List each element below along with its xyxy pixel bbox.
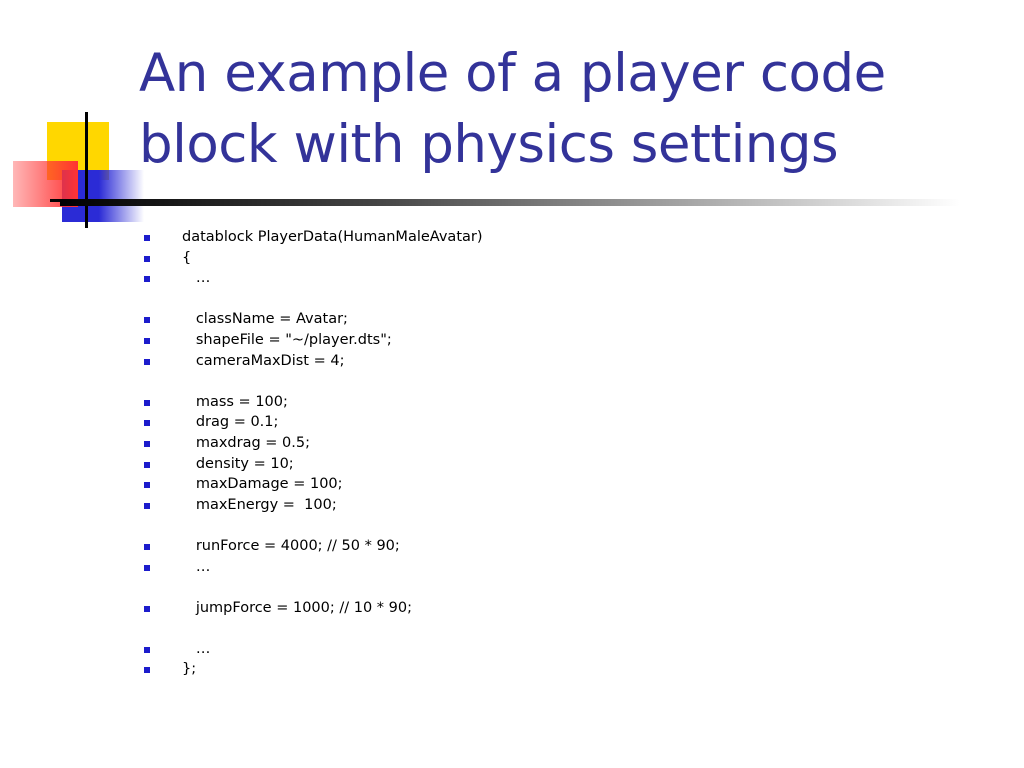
code-line-text: jumpForce = 1000; // 10 * 90; (182, 599, 413, 616)
bullet-square-icon (144, 420, 150, 427)
bullet-square-icon (144, 502, 150, 509)
code-line-text: shapeFile = "~/player.dts"; (182, 331, 392, 348)
logo-vertical-line (85, 112, 88, 228)
bullet-square-icon (144, 358, 150, 365)
bullet-square-icon (144, 399, 150, 406)
code-line-text: runForce = 4000; // 50 * 90; (182, 537, 400, 554)
title-divider-rule (60, 199, 960, 206)
bullet-square-icon (144, 461, 150, 468)
code-line-text: mass = 100; (182, 393, 288, 410)
bullet-square-icon (144, 235, 150, 241)
slide-title-line-1: An example of a player code (139, 43, 886, 104)
bullet-square-icon (144, 543, 150, 550)
slide-title: An example of a player code block with p… (139, 38, 1009, 180)
bullet-square-icon (144, 564, 150, 571)
code-line-text: className = Avatar; (182, 311, 348, 328)
bullet-square-icon (144, 605, 150, 612)
slide-title-line-2: block with physics settings (139, 114, 839, 175)
bullet-square-icon (144, 317, 150, 324)
bullet-square-icon (144, 646, 150, 653)
code-line-text: … (182, 558, 211, 575)
code-line-text: drag = 0.1; (182, 414, 279, 431)
code-line-text: { (182, 249, 192, 266)
code-line-text: … (182, 640, 211, 657)
code-line-text: … (182, 270, 211, 287)
bullet-square-icon (144, 337, 150, 344)
code-line-text: datablock PlayerData(HumanMaleAvatar) (182, 229, 483, 245)
code-line-text: cameraMaxDist = 4; (182, 352, 345, 369)
bullet-square-icon (144, 482, 150, 489)
code-line-text: maxDamage = 100; (182, 476, 343, 493)
code-line-text: density = 10; (182, 455, 294, 472)
bullet-square-icon (144, 276, 150, 283)
code-line-text: maxEnergy = 100; (182, 496, 337, 513)
code-line-text: }; (182, 661, 197, 678)
slide-logo-graphic (13, 112, 144, 228)
bullet-square-icon (144, 440, 150, 447)
bullet-square-icon (144, 255, 150, 262)
code-line-text: maxdrag = 0.5; (182, 434, 310, 451)
bullet-square-icon (144, 667, 150, 674)
